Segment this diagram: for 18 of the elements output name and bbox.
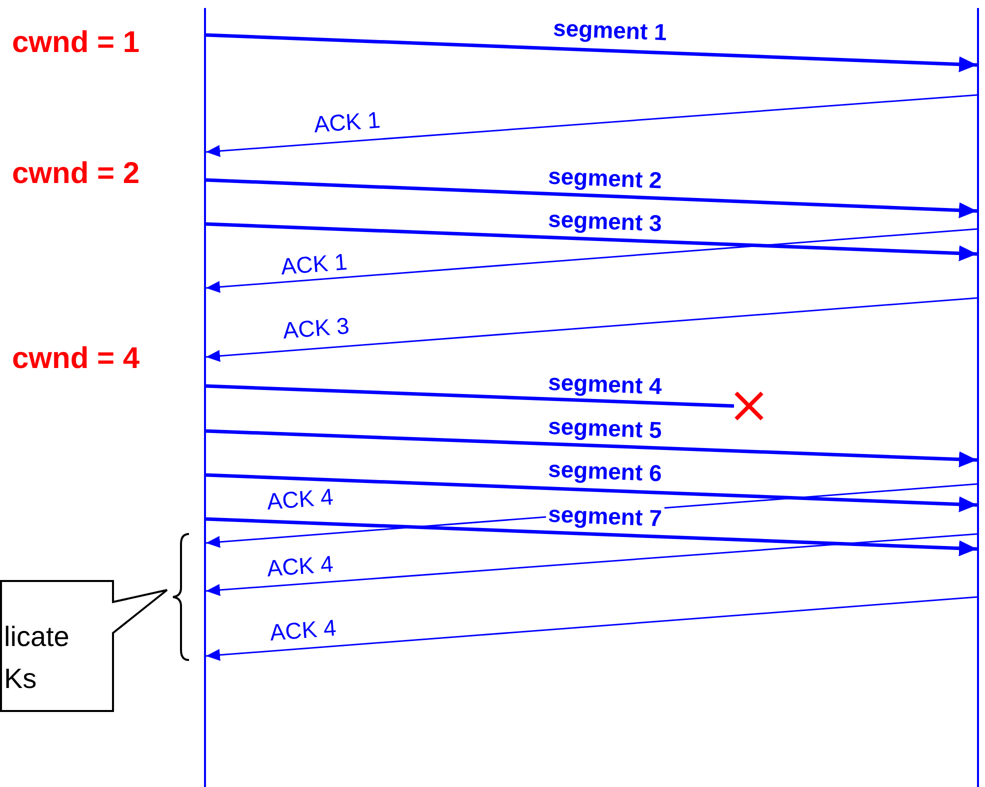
- arrow: [206, 297, 978, 362]
- window-size-label: cwnd = 1: [12, 26, 140, 60]
- arrow: [206, 596, 978, 661]
- timeline: [977, 8, 979, 787]
- window-size-label: cwnd = 4: [12, 342, 140, 376]
- arrow: [206, 533, 978, 596]
- arrow: [206, 94, 978, 157]
- arrow: [206, 429, 978, 468]
- arrow: [206, 222, 978, 262]
- window-size-label: cwnd = 2: [12, 157, 140, 191]
- arrow: [206, 517, 978, 556]
- timeline: [204, 8, 206, 787]
- callout-text: licate Ks: [4, 620, 70, 696]
- arrow: [206, 228, 978, 293]
- arrow: [206, 473, 978, 512]
- arrow: [206, 178, 978, 218]
- loss-cross: [734, 391, 764, 421]
- arrow: [206, 33, 978, 72]
